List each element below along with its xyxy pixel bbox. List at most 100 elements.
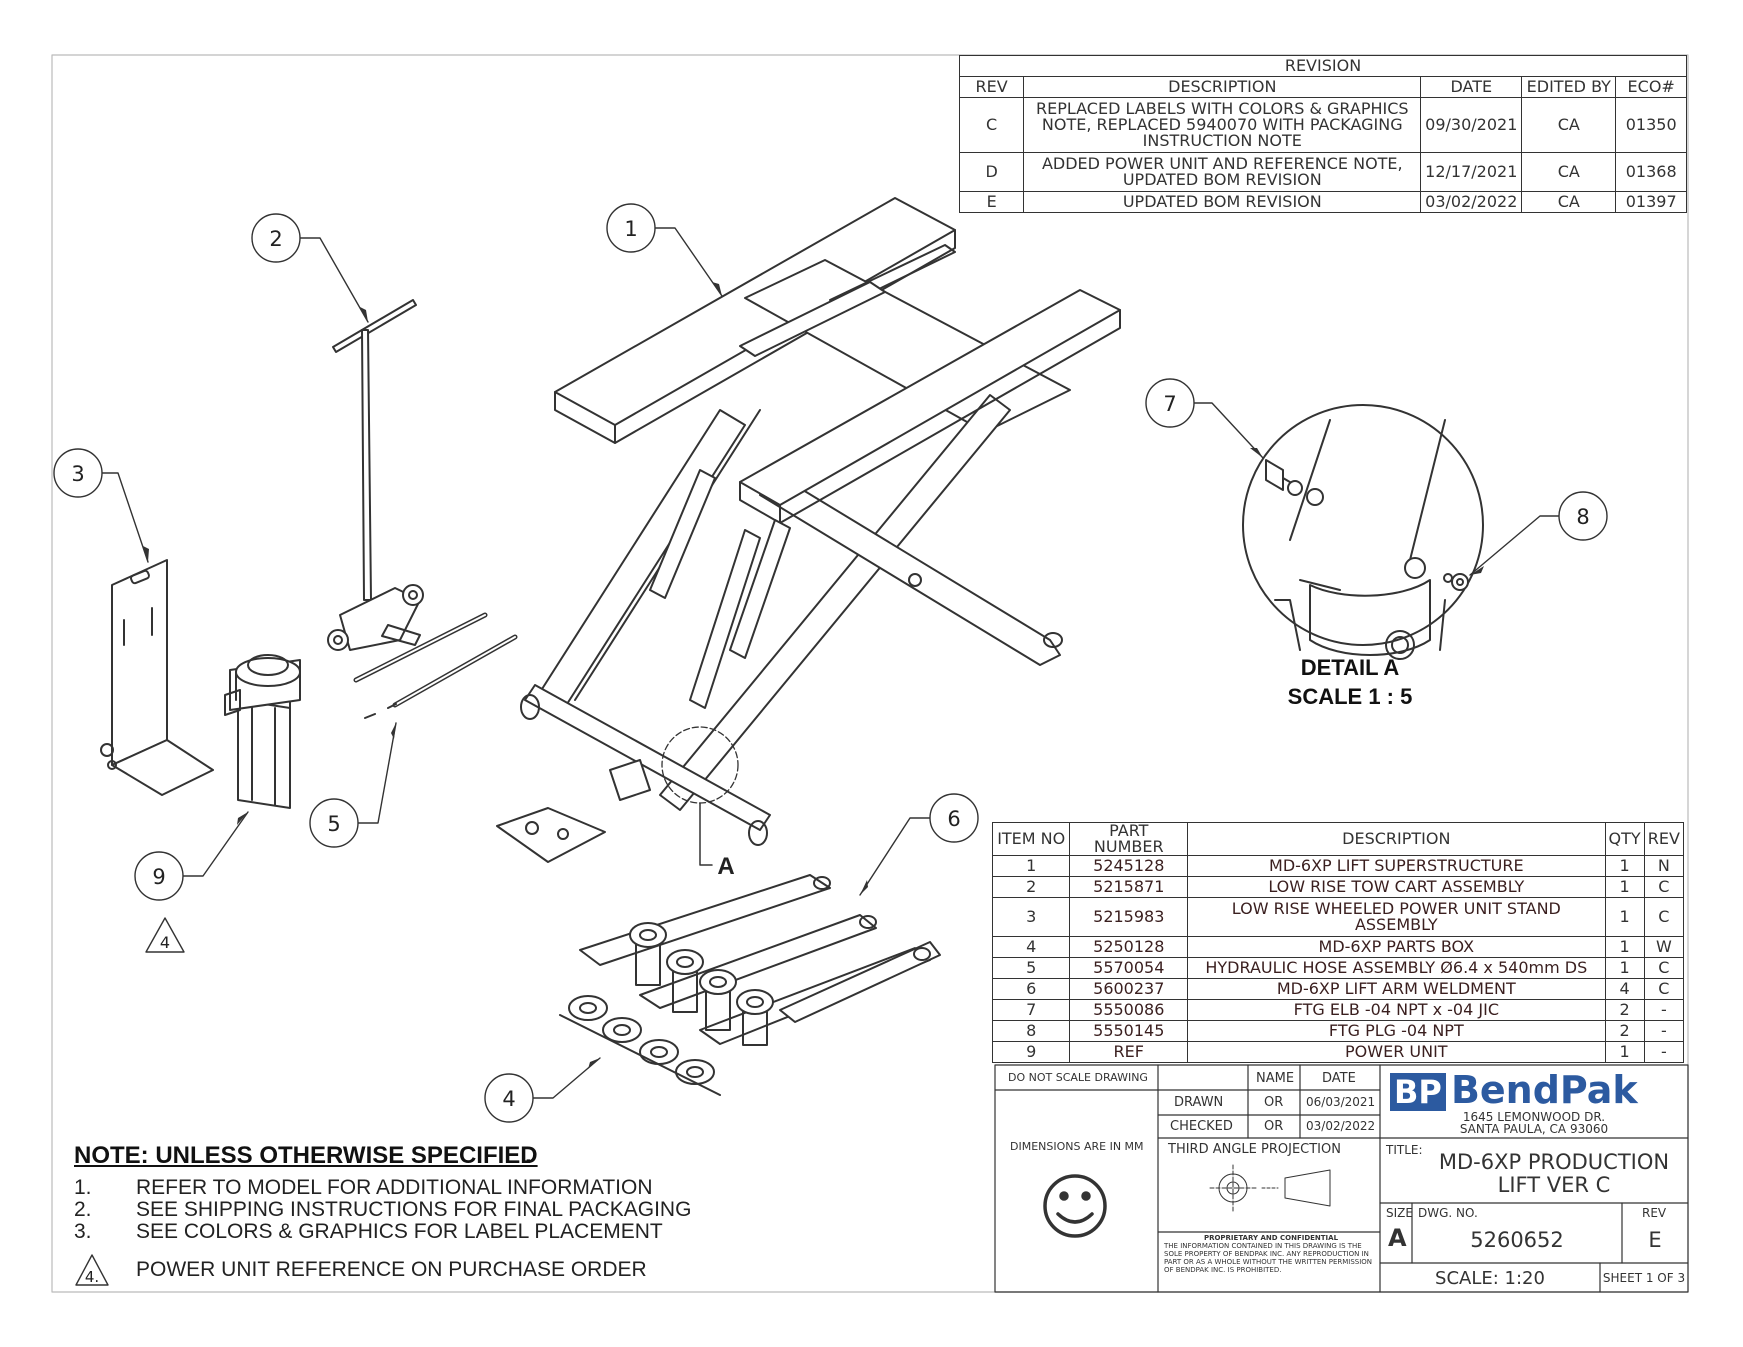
name-header: NAME <box>1256 1071 1295 1086</box>
bom-qty: 1 <box>1604 957 1645 979</box>
leader-lines <box>101 227 1560 1099</box>
size-label: SIZE <box>1386 1206 1413 1220</box>
proprietary-text: THE INFORMATION CONTAINED IN THIS DRAWIN… <box>1164 1242 1373 1274</box>
title-block-frame <box>994 1064 1689 1293</box>
checked-date: 03/02/2022 <box>1306 1119 1376 1133</box>
checked-label: CHECKED <box>1170 1119 1233 1134</box>
revision-description: UPDATED BOM REVISION <box>1023 191 1422 213</box>
dimensions-note: DIMENSIONS ARE IN MM <box>1010 1140 1144 1153</box>
bom-part: 5600237 <box>1069 978 1189 1000</box>
logo-mark: BP <box>1390 1073 1446 1111</box>
revision-description: REPLACED LABELS WITH COLORS & GRAPHICS N… <box>1023 97 1422 153</box>
callout-label-1: 1 <box>624 217 637 241</box>
note-text: SEE COLORS & GRAPHICS FOR LABEL PLACEMEN… <box>136 1220 663 1243</box>
drawing-title-line-2: LIFT VER C <box>1497 1173 1611 1197</box>
bom-description: HYDRAULIC HOSE ASSEMBLY Ø6.4 x 540mm DS <box>1187 957 1606 979</box>
power-unit-drawing <box>224 654 301 809</box>
detail-title: DETAIL A <box>1300 655 1400 680</box>
bom-rev: C <box>1643 957 1685 979</box>
lift-arms-drawing <box>579 874 941 1045</box>
rev-label: REV <box>1642 1206 1667 1220</box>
eco-header: ECO# <box>1615 76 1687 98</box>
power-unit-stand-drawing <box>100 559 214 796</box>
tow-cart-drawing <box>327 299 424 651</box>
bom-description: POWER UNIT <box>1187 1041 1606 1063</box>
note-num: 2. <box>74 1198 92 1221</box>
bom-item: 4 <box>991 936 1071 958</box>
proprietary-block: PROPRIETARY AND CONFIDENTIAL THE INFORMA… <box>1164 1234 1378 1274</box>
drawn-date: 06/03/2021 <box>1306 1095 1376 1109</box>
bom-part: 5550086 <box>1069 999 1189 1021</box>
bom-part: REF <box>1069 1041 1189 1063</box>
bill-of-materials-table: ITEM NO PART NUMBER DESCRIPTION QTY REV … <box>991 822 1685 1063</box>
bom-item: 2 <box>991 876 1071 898</box>
note-triangle <box>75 1254 109 1286</box>
date-header: DATE <box>1322 1071 1356 1086</box>
note-num: 1. <box>74 1176 92 1199</box>
bom-qty: 2 <box>1604 999 1645 1021</box>
item-no-header: ITEM NO <box>991 822 1071 856</box>
revision-editor: CA <box>1521 191 1617 213</box>
revision-eco: 01350 <box>1615 97 1687 153</box>
smiley-icon <box>1043 1174 1107 1238</box>
bom-item: 1 <box>991 855 1071 877</box>
note-text: REFER TO MODEL FOR ADDITIONAL INFORMATIO… <box>136 1176 653 1199</box>
leader-arrows <box>143 282 1484 1069</box>
sheet-border <box>51 54 1689 1293</box>
bom-part: 5550145 <box>1069 1020 1189 1042</box>
revision-row: C REPLACED LABELS WITH COLORS & GRAPHICS… <box>958 97 1687 153</box>
revision-eco: 01368 <box>1615 152 1687 192</box>
bom-item: 5 <box>991 957 1071 979</box>
part-number-header: PART NUMBER <box>1069 822 1189 856</box>
bom-rev: - <box>1643 999 1685 1021</box>
bom-description: MD-6XP LIFT SUPERSTRUCTURE <box>1187 855 1606 877</box>
rev-value: E <box>1648 1228 1662 1252</box>
bom-item: 6 <box>991 978 1071 1000</box>
bom-rev: - <box>1643 1041 1685 1063</box>
callout-circle-3 <box>53 448 103 498</box>
callout-label-2: 2 <box>269 227 282 251</box>
callout-circle-7 <box>1145 378 1195 428</box>
callout-circle-6 <box>929 793 979 843</box>
callout-label-8: 8 <box>1576 505 1589 529</box>
note-triangle-label: 4. <box>85 1268 99 1286</box>
size-value: A <box>1388 1224 1407 1252</box>
revision-rev: D <box>958 152 1025 192</box>
checked-name: OR <box>1264 1119 1284 1134</box>
title-label: TITLE: <box>1386 1143 1423 1157</box>
notes-title-period: . <box>525 1142 532 1169</box>
bom-header: ITEM NO PART NUMBER DESCRIPTION QTY REV <box>991 822 1685 856</box>
do-not-scale-note: DO NOT SCALE DRAWING <box>1008 1071 1148 1084</box>
date-header: DATE <box>1420 76 1523 98</box>
bom-description: LOW RISE TOW CART ASSEMBLY <box>1187 876 1606 898</box>
projection-symbol <box>1209 1164 1331 1212</box>
revision-eco: 01397 <box>1615 191 1687 213</box>
bom-part: 5250128 <box>1069 936 1189 958</box>
projection-label: THIRD ANGLE PROJECTION <box>1168 1142 1341 1157</box>
bendpak-logo: BP BendPak <box>1390 1068 1686 1112</box>
bom-item: 3 <box>991 897 1071 937</box>
callout-label-3: 3 <box>71 462 84 486</box>
detail-ref-label: A <box>717 853 734 880</box>
edited-by-header: EDITED BY <box>1521 76 1617 98</box>
bom-qty: 1 <box>1604 936 1645 958</box>
callout-circle-1 <box>606 203 656 253</box>
dwg-no: 5260652 <box>1470 1228 1564 1252</box>
drawing-title-line-1: MD-6XP PRODUCTION <box>1438 1150 1670 1174</box>
notes-title: NOTE: UNLESS OTHERWISE SPECIFIED <box>74 1142 538 1169</box>
drawn-name: OR <box>1264 1095 1284 1110</box>
note-num: 3. <box>74 1220 92 1243</box>
revision-date: 09/30/2021 <box>1420 97 1523 153</box>
bom-item: 7 <box>991 999 1071 1021</box>
callout-circle-9 <box>134 851 184 901</box>
lift-superstructure-drawing <box>520 197 1121 866</box>
address-line-1: 1645 LEMONWOOD DR. <box>1462 1110 1606 1124</box>
